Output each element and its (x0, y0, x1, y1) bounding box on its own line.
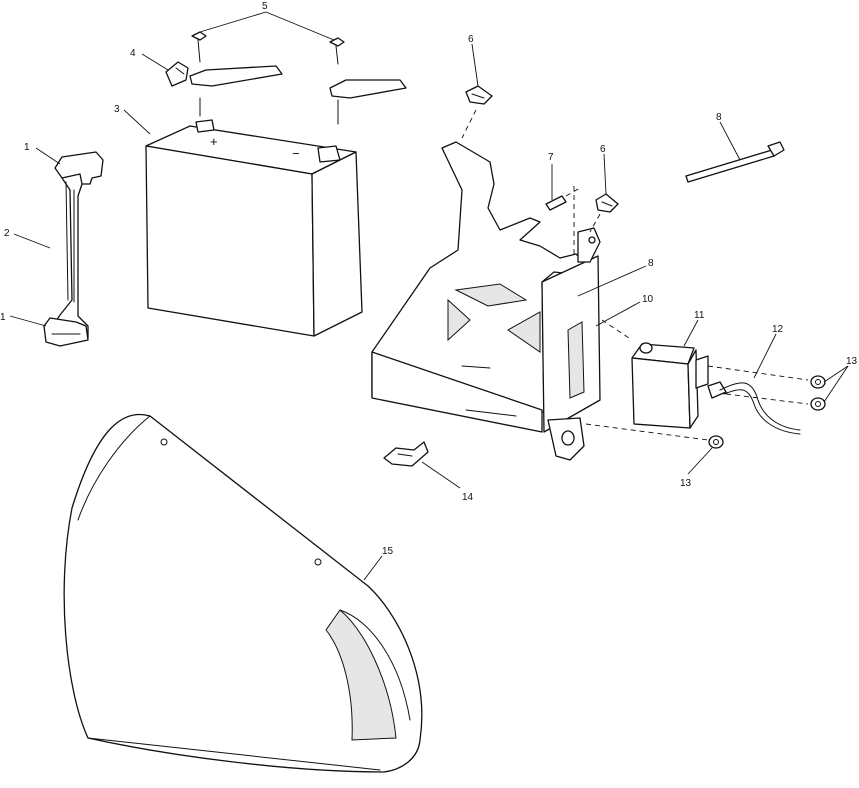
callout-10: 10 (642, 294, 654, 305)
terminal-cap (165, 61, 189, 87)
callout-6-lower: 6 (600, 144, 606, 155)
callout-1-top: 1 (24, 142, 30, 153)
clip-nut-lower (595, 193, 619, 213)
callout-13-right: 13 (846, 356, 858, 367)
callout-1-bottom: 1 (0, 312, 6, 323)
callout-13-lower: 13 (680, 478, 692, 489)
hold-down-strap (43, 151, 104, 347)
nut-lower (708, 435, 724, 449)
terminal-bolts-and-cables (189, 31, 407, 125)
battery-tray (371, 141, 601, 461)
nut-middle (810, 397, 826, 411)
assembly-lines (461, 109, 809, 441)
callout-15: 15 (382, 546, 394, 557)
callout-6-top: 6 (468, 34, 474, 45)
callout-8-tie: 8 (716, 112, 722, 123)
callout-5: 5 (262, 1, 268, 12)
screw (545, 187, 581, 211)
ground-cable (707, 381, 801, 435)
callout-11: 11 (694, 310, 705, 321)
callout-3: 3 (114, 104, 120, 115)
nut-upper (810, 375, 826, 389)
callout-4: 4 (130, 48, 136, 59)
battery-minus-label: − (292, 146, 300, 161)
callout-14: 14 (462, 492, 474, 503)
callout-2: 2 (4, 228, 10, 239)
electrical-box (631, 342, 709, 429)
clip-nut-upper (465, 85, 493, 105)
battery: + − (145, 119, 363, 337)
battery-cover (63, 413, 423, 773)
callout-labels: 1 2 1 3 4 5 6 6 7 8 8 10 11 12 13 13 14 … (0, 1, 858, 557)
cable-tie (685, 141, 785, 183)
leader-lines (9, 11, 849, 581)
callout-12: 12 (772, 324, 784, 335)
retaining-clip (383, 441, 429, 467)
callout-8-tray: 8 (648, 258, 654, 269)
battery-plus-label: + (210, 134, 218, 149)
callout-7: 7 (548, 152, 554, 163)
